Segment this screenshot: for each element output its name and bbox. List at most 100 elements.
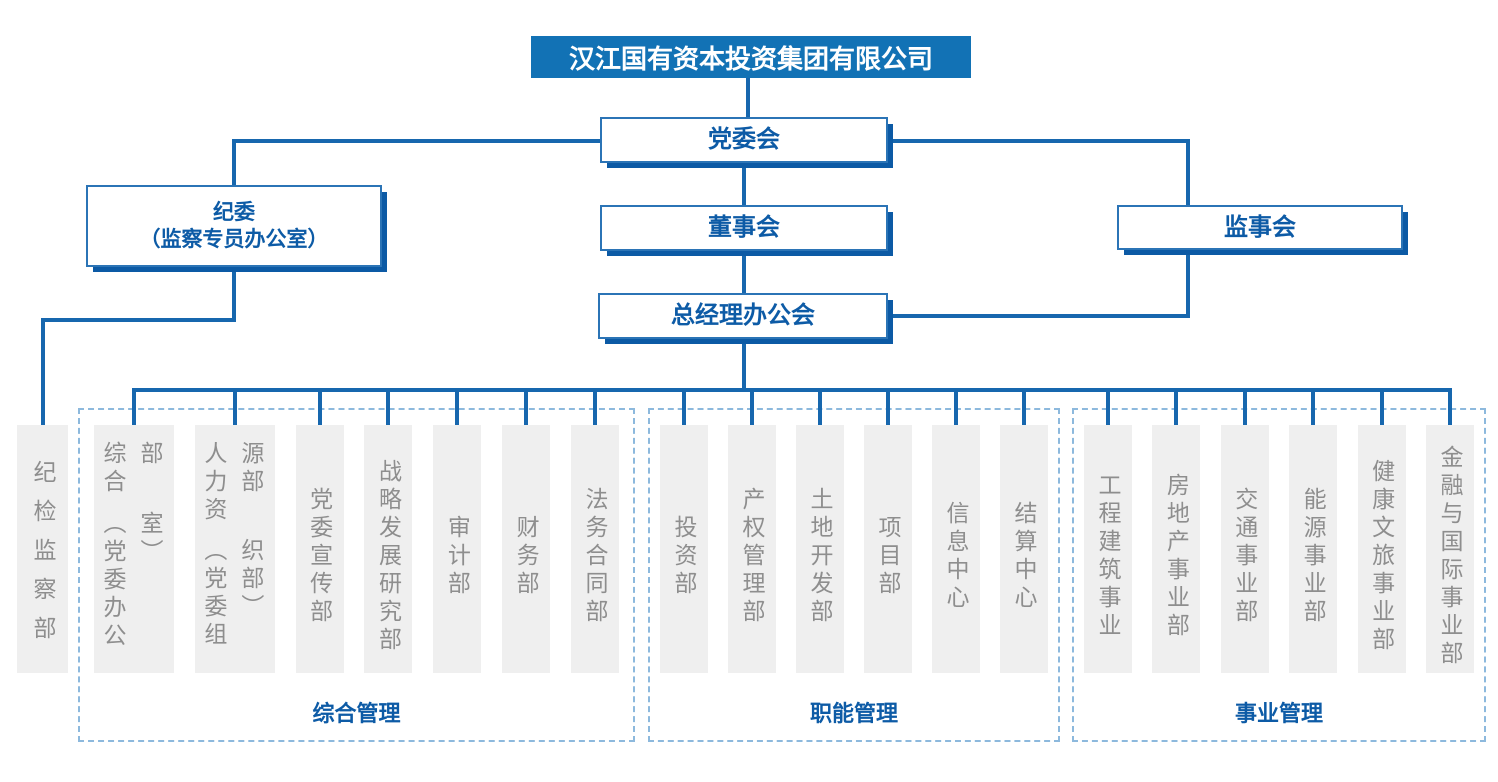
dept-column: 审计部 [433, 388, 482, 673]
dept-name: 财务部 [513, 515, 540, 599]
dept-column-text: 结算中心 [1000, 425, 1048, 673]
dept-column: 法务合同部 [570, 388, 619, 673]
dept-column-text: 工程建筑事业 [1084, 425, 1132, 673]
connector-stub [132, 388, 136, 425]
group-columns: 投资部 产权管理部 土地开发部 项目部 信息中心 结算中心 [650, 388, 1058, 673]
dept-column-text: 产权管理部 [728, 425, 776, 673]
dept-column: 工程建筑事业 [1084, 388, 1132, 673]
group-label: 事业管理 [1234, 701, 1323, 726]
dept-name: 交通事业部 [1231, 487, 1258, 627]
board-of-directors-label: 董事会 [708, 214, 780, 241]
dept-column-text: 财务部 [502, 425, 550, 673]
connector-stub [818, 388, 822, 425]
dept-column: 投资部 [660, 388, 708, 673]
dept-column: 金融与国际事业部 [1425, 388, 1474, 673]
dept-name: 土地开发部 [807, 487, 833, 627]
discipline-committee-box: 纪委 （监察专员办公室） [86, 185, 382, 267]
discipline-committee-label-line2: （监察专员办公室） [139, 228, 329, 251]
dept-column: 交通事业部 [1220, 388, 1269, 673]
connector-line [742, 163, 746, 206]
dept-column: 党委宣传部 [295, 388, 344, 673]
dept-column-text: 战略发展研究部 [364, 425, 412, 673]
dept-name: 产权管理部 [739, 487, 765, 627]
dept-column: 综合部（党委办公室） [94, 388, 174, 673]
dept-column: 项目部 [864, 388, 912, 673]
dept-name: 健康文旅事业部 [1368, 459, 1395, 655]
org-root-box: 汉江国有资本投资集团有限公司 [531, 36, 971, 78]
connector-line [742, 338, 746, 392]
connector-stub [232, 388, 237, 425]
dept-name: 战略发展研究部 [375, 459, 402, 655]
connector-line [232, 139, 236, 186]
general-manager-office-box: 总经理办公会 [598, 293, 888, 339]
dept-name: 金融与国际事业部 [1436, 445, 1463, 669]
connector-stub [524, 388, 529, 425]
group-columns: 综合部（党委办公室） 人力资源部（党委组织部） 党委宣传部 战略发展研究部 审计部 财务部… [80, 388, 633, 673]
connector-line [41, 318, 45, 425]
group-general-management: 综合部（党委办公室） 人力资源部（党委组织部） 党委宣传部 战略发展研究部 审计部 财务部… [78, 388, 635, 742]
group-business-management: 工程建筑事业 房地产事业部 交通事业部 能源事业部 健康文旅事业部 金融与国际事业部 事业… [1072, 388, 1486, 742]
connector-line [232, 266, 236, 322]
dept-column-text: 信息中心 [932, 425, 980, 673]
connector-stub [682, 388, 686, 425]
party-committee-box: 党委会 [600, 117, 888, 163]
supervisory-board-box: 监事会 [1117, 205, 1403, 250]
connector-line [1186, 250, 1190, 318]
dept-name: 结算中心 [1011, 501, 1037, 613]
dept-name: 房地产事业部 [1163, 473, 1190, 641]
connector-stub [886, 388, 890, 425]
connector-stub [1242, 388, 1247, 425]
dept-column-text: 项目部 [864, 425, 912, 673]
dept-name: 能源事业部 [1300, 487, 1327, 627]
group-columns: 工程建筑事业 房地产事业部 交通事业部 能源事业部 健康文旅事业部 金融与国际事业部 [1074, 388, 1484, 673]
supervisory-board-label: 监事会 [1224, 213, 1296, 241]
connector-line [888, 314, 1190, 318]
dept-name: 项目部 [875, 515, 901, 599]
dept-column-text: 能源事业部 [1289, 425, 1337, 673]
dept-column: 房地产事业部 [1152, 388, 1201, 673]
dept-name: 投资部 [671, 515, 697, 599]
dept-name: 法务合同部 [581, 487, 608, 627]
dept-column-text: 健康文旅事业部 [1358, 425, 1406, 673]
bus-connector-line [132, 388, 1452, 392]
connector-line [41, 318, 236, 322]
discipline-committee-label-line1: 纪委 [213, 200, 255, 224]
connector-line [746, 78, 750, 118]
dept-column-text: 房地产事业部 [1152, 425, 1200, 673]
connector-stub [592, 388, 597, 425]
dept-column: 信息中心 [932, 388, 980, 673]
dept-column-text: 综合部（党委办公室） [94, 425, 174, 673]
group-label: 综合管理 [312, 701, 401, 726]
dept-column: 人力资源部（党委组织部） [194, 388, 275, 673]
dept-name: 综合部 [100, 441, 163, 497]
dept-name: 纪检监察部 [30, 459, 56, 655]
general-manager-office-label: 总经理办公会 [671, 302, 815, 329]
dept-column: 健康文旅事业部 [1357, 388, 1406, 673]
group-label: 职能管理 [809, 701, 898, 726]
dept-column-text: 人力资源部（党委组织部） [195, 425, 275, 673]
dept-column: 土地开发部 [796, 388, 844, 673]
dept-name: 工程建筑事业 [1095, 473, 1121, 641]
connector-stub [1022, 388, 1026, 425]
dept-name: 党委宣传部 [306, 487, 333, 627]
dept-column-text: 法务合同部 [571, 425, 619, 673]
party-committee-label: 党委会 [708, 126, 780, 153]
dept-column: 产权管理部 [728, 388, 776, 673]
dept-name: 信息中心 [943, 501, 969, 613]
discipline-inspection-dept-text: 纪检监察部 [17, 425, 68, 673]
dept-column-text: 投资部 [660, 425, 708, 673]
connector-stub [1174, 388, 1179, 425]
group-functional-management: 投资部 产权管理部 土地开发部 项目部 信息中心 结算中心 职能管理 [648, 388, 1060, 742]
dept-column-text: 交通事业部 [1221, 425, 1269, 673]
connector-stub [1106, 388, 1110, 425]
dept-column: 财务部 [502, 388, 551, 673]
org-root-title: 汉江国有资本投资集团有限公司 [568, 43, 933, 74]
connector-line [888, 139, 1190, 143]
dept-column: 结算中心 [1000, 388, 1048, 673]
connector-line [1186, 139, 1190, 206]
connector-stub [954, 388, 958, 425]
dept-column-text: 金融与国际事业部 [1426, 425, 1474, 673]
connector-stub [317, 388, 322, 425]
connector-line [232, 139, 602, 143]
